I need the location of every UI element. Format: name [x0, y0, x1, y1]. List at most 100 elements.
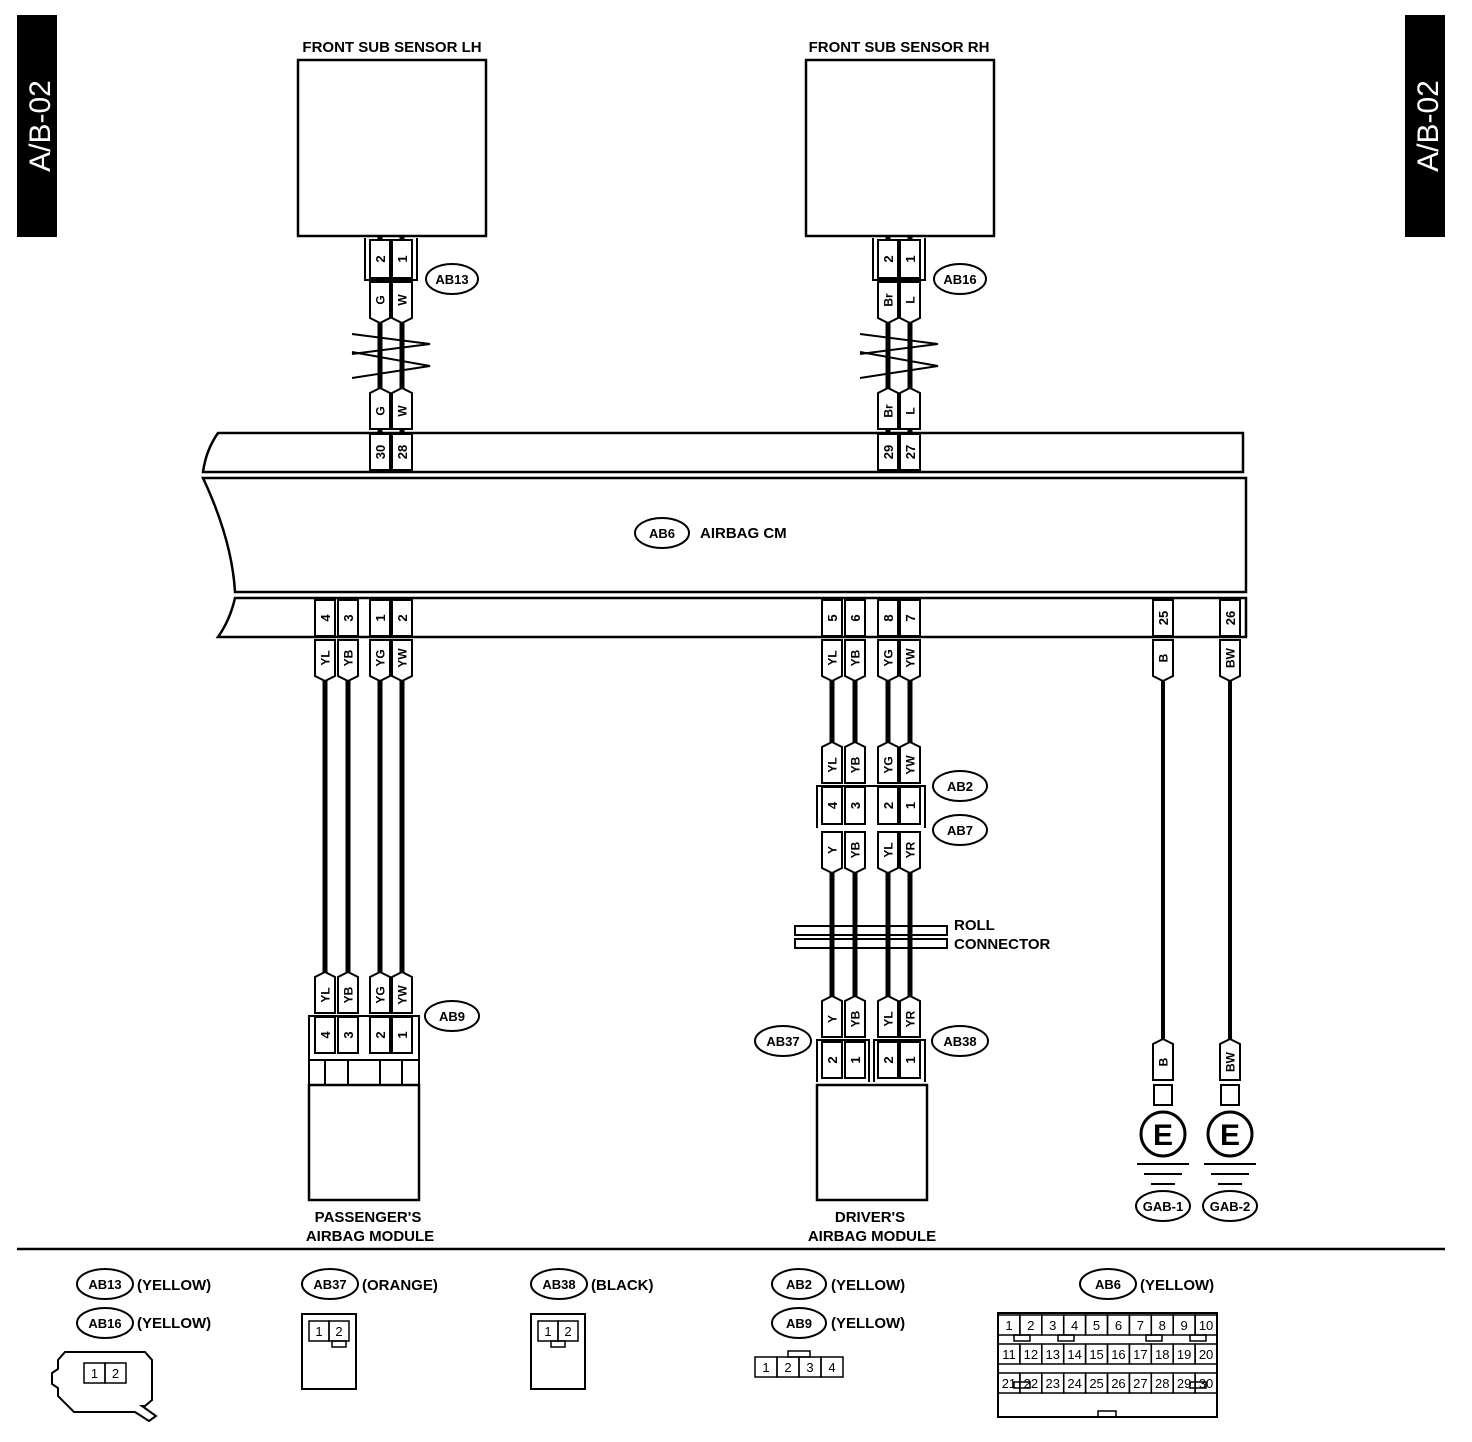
gab2-connector-label-badge: [1202, 1190, 1258, 1222]
legend-ab6-color: (YELLOW): [1140, 1277, 1214, 1294]
front-sub-sensor-rh-box: [804, 58, 996, 238]
lh-wire-label-lower-1-tag: [369, 386, 391, 430]
lh-connector-label-badge: [425, 263, 479, 295]
page-tab-left-label: A/B-02: [24, 80, 57, 172]
legend-ab6-row-3-pin-1: 21: [1002, 1376, 1016, 1391]
legend-ab16-connector-badge: [76, 1307, 134, 1339]
legend-ab6-row-2-pin-1: 11: [1002, 1347, 1016, 1362]
legend-ab6-row-2-cell-10: [1194, 1343, 1218, 1365]
driver-cm-pin-4-box: [899, 599, 921, 637]
ab38-pin-2: 1: [903, 1056, 918, 1063]
rh-connector-bracket: [872, 238, 926, 281]
ground-symbol-2: E: [1220, 1119, 1240, 1152]
rh-twist-mark-2: [859, 351, 939, 379]
legend-ab6-row-3-pin-4: 24: [1067, 1376, 1081, 1391]
rh-cm-pin-1-box: [877, 433, 899, 471]
passenger-wire-label-lower-3-tag: [369, 970, 391, 1014]
legend-ab37-pin-1: 1: [315, 1324, 322, 1339]
legend-ab6-row-3-pin-7: 27: [1133, 1376, 1147, 1391]
ab7-connector-label-badge: [932, 814, 988, 846]
ground-wire-label-upper-1-tag: [1152, 639, 1174, 683]
legend-ab2-cell-4: [820, 1356, 844, 1378]
legend-ab6-row-1-pin-4: 4: [1071, 1318, 1078, 1333]
ab7-connector-label: AB7: [947, 823, 973, 838]
lh-cm-pin-1-box: [369, 433, 391, 471]
legend-ab6-key-top-2: [1057, 1334, 1075, 1342]
ab37-pin-2: 1: [848, 1056, 863, 1063]
passenger-wire-label-upper-1-tag: [314, 639, 336, 683]
rh-wire-label-lower-2: L: [904, 407, 918, 414]
gab1-connector-label-badge: [1135, 1190, 1191, 1222]
driver-wire-label-ab2-2: YB: [849, 756, 863, 773]
driver-wire-label-lower-1-tag: [821, 994, 843, 1038]
rh-wire-label-upper-1: Br: [882, 293, 896, 307]
legend-ab6-row-1-pin-3: 3: [1049, 1318, 1056, 1333]
legend-ab13-connector-badge: [76, 1268, 134, 1300]
legend-ab6-key-bottom: [1097, 1410, 1117, 1418]
legend-ab6-row-1-pin-9: 9: [1181, 1318, 1188, 1333]
legend-ab13-pin-1: 1: [91, 1366, 98, 1381]
ab37-connector-label: AB37: [766, 1034, 799, 1049]
ab9-pin-1: 4: [318, 1031, 333, 1039]
legend-ab6-key-top-3: [1145, 1334, 1163, 1342]
legend-ab6-row-1-pin-6: 6: [1115, 1318, 1122, 1333]
ab6-connector-badge: [634, 517, 690, 549]
legend-ab6-row-2-pin-6: 16: [1111, 1347, 1125, 1362]
legend-ab2-pin-4: 4: [828, 1360, 835, 1375]
lh-sensor-pin-1: 2: [373, 255, 388, 262]
ab37-pin-2-box: [844, 1041, 866, 1079]
driver-wire-label-lower-4: YR: [904, 1010, 918, 1027]
legend-ab37-color: (ORANGE): [362, 1277, 438, 1294]
legend-ab6-row-3-pin-6: 26: [1111, 1376, 1125, 1391]
ab2-pin-1-box: [821, 786, 843, 825]
legend-ab6-row-3-pin-5: 25: [1089, 1376, 1103, 1391]
legend-ab2-key: [787, 1350, 811, 1358]
diagram-root: A/B-02 A/B-02 FRONT SUB SENSOR LH FRONT …: [17, 15, 1445, 1423]
ab38-pin-1: 2: [881, 1056, 896, 1063]
driver-wire-label-ab2-3: YG: [882, 756, 896, 773]
legend-ab6-row-3-pin-8: 28: [1155, 1376, 1169, 1391]
legend-ab6-key-mid-1: [1013, 1381, 1031, 1389]
ab9-pin-3: 2: [373, 1031, 388, 1038]
rh-sensor-pin-1-box: [877, 239, 899, 279]
ab9-pin-1-box: [314, 1016, 336, 1054]
rh-connector-label: AB16: [943, 272, 976, 287]
ab2-pin-2-box: [844, 786, 866, 825]
driver-cm-pin-3-box: [877, 599, 899, 637]
lh-cm-pin-2: 28: [395, 445, 410, 459]
airbag-cm-bottom-connector: [215, 596, 1248, 639]
ab2-pin-4-box: [899, 786, 921, 825]
driver-cm-pin-3: 8: [881, 614, 896, 621]
ab37-connector-label-badge: [754, 1025, 812, 1057]
lh-twist-mark-1: [351, 333, 431, 355]
ground-wire-label-upper-1: B: [1157, 653, 1171, 662]
airbag-cm-label: AIRBAG CM: [700, 525, 787, 542]
front-sub-sensor-lh-box: [296, 58, 488, 238]
passenger-wire-label-upper-2: YB: [342, 649, 356, 666]
rh-wire-label-lower-2-tag: [899, 386, 921, 430]
roll-connector-bar-top: [794, 925, 948, 936]
passenger-cm-pin-3: 1: [373, 614, 388, 621]
ground-symbol-circle-2: [1206, 1110, 1254, 1158]
driver-wire-label-lower-3: YL: [882, 1011, 896, 1026]
driver-wire-label-lower-2-tag: [844, 994, 866, 1038]
passenger-wire-label-upper-2-tag: [337, 639, 359, 683]
legend-ab2-pin-1: 1: [762, 1360, 769, 1375]
page-tab-right: [1405, 15, 1445, 237]
legend-ab6-row-2-pin-10: 20: [1199, 1347, 1213, 1362]
passenger-cm-pin-2-box: [337, 599, 359, 637]
legend-ab6-row-2-pin-4: 14: [1067, 1347, 1081, 1362]
lh-wire-label-upper-1-tag: [369, 281, 391, 325]
rh-cm-pin-2-box: [899, 433, 921, 471]
ab2-pin-2: 3: [848, 802, 863, 809]
ab2-pin-4: 1: [903, 802, 918, 809]
ground-symbol-1: E: [1153, 1119, 1173, 1152]
legend-ab37-connector-badge: [301, 1268, 359, 1300]
driver-airbag-module-label-2: AIRBAG MODULE: [808, 1228, 936, 1245]
legend-ab6-row-1-pin-1: 1: [1005, 1318, 1012, 1333]
airbag-cm-top-connector: [201, 431, 1245, 474]
ground-wire-label-lower-1: B: [1157, 1057, 1171, 1066]
ab37-pin-1: 2: [825, 1056, 840, 1063]
lh-wire-label-upper-2: W: [396, 294, 410, 306]
legend-ab38-connector: AB38: [542, 1277, 575, 1292]
